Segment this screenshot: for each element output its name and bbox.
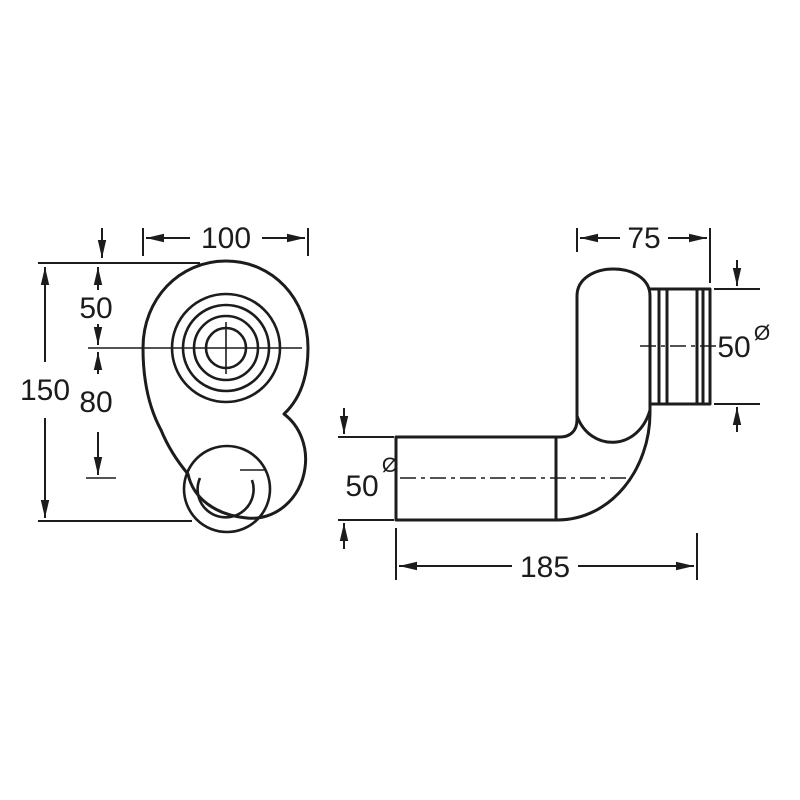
dim-label-pipe-dia: 50 [345,470,378,503]
dim-label-center-to-outlet: 80 [79,386,112,419]
front-body-outline [141,259,310,520]
dim-side-top-width: 75 [576,222,711,283]
dim-label-side-top-width: 75 [627,222,660,255]
dim-label-top-to-center: 50 [79,292,112,325]
dim-front-top-to-center: 50 [79,267,113,345]
side-view: 75 50 Ø 50 Ø 185 [338,222,770,584]
front-view: 100 50 80 150 [20,222,310,534]
dim-label-front-height: 150 [20,374,70,407]
dim-pipe-diameter: 50 Ø [338,408,398,549]
dim-front-width: 100 [142,222,309,256]
diameter-symbol: Ø [382,454,398,477]
dim-front-height: 150 [20,267,70,518]
dim-front-center-to-outlet: 80 [79,352,116,479]
side-body-outline [394,267,652,522]
outlet-inner-arc [196,477,255,519]
chamber-bottom-arc [575,408,652,444]
dim-label-side-length: 185 [520,551,570,584]
outlet-circle [182,444,272,534]
dim-label-spigot-dia: 50 [717,331,750,364]
dim-label-front-width: 100 [201,222,251,255]
dim-spigot-diameter: 50 Ø [714,260,770,432]
diameter-symbol: Ø [754,322,770,345]
dim-side-length: 185 [395,528,698,584]
